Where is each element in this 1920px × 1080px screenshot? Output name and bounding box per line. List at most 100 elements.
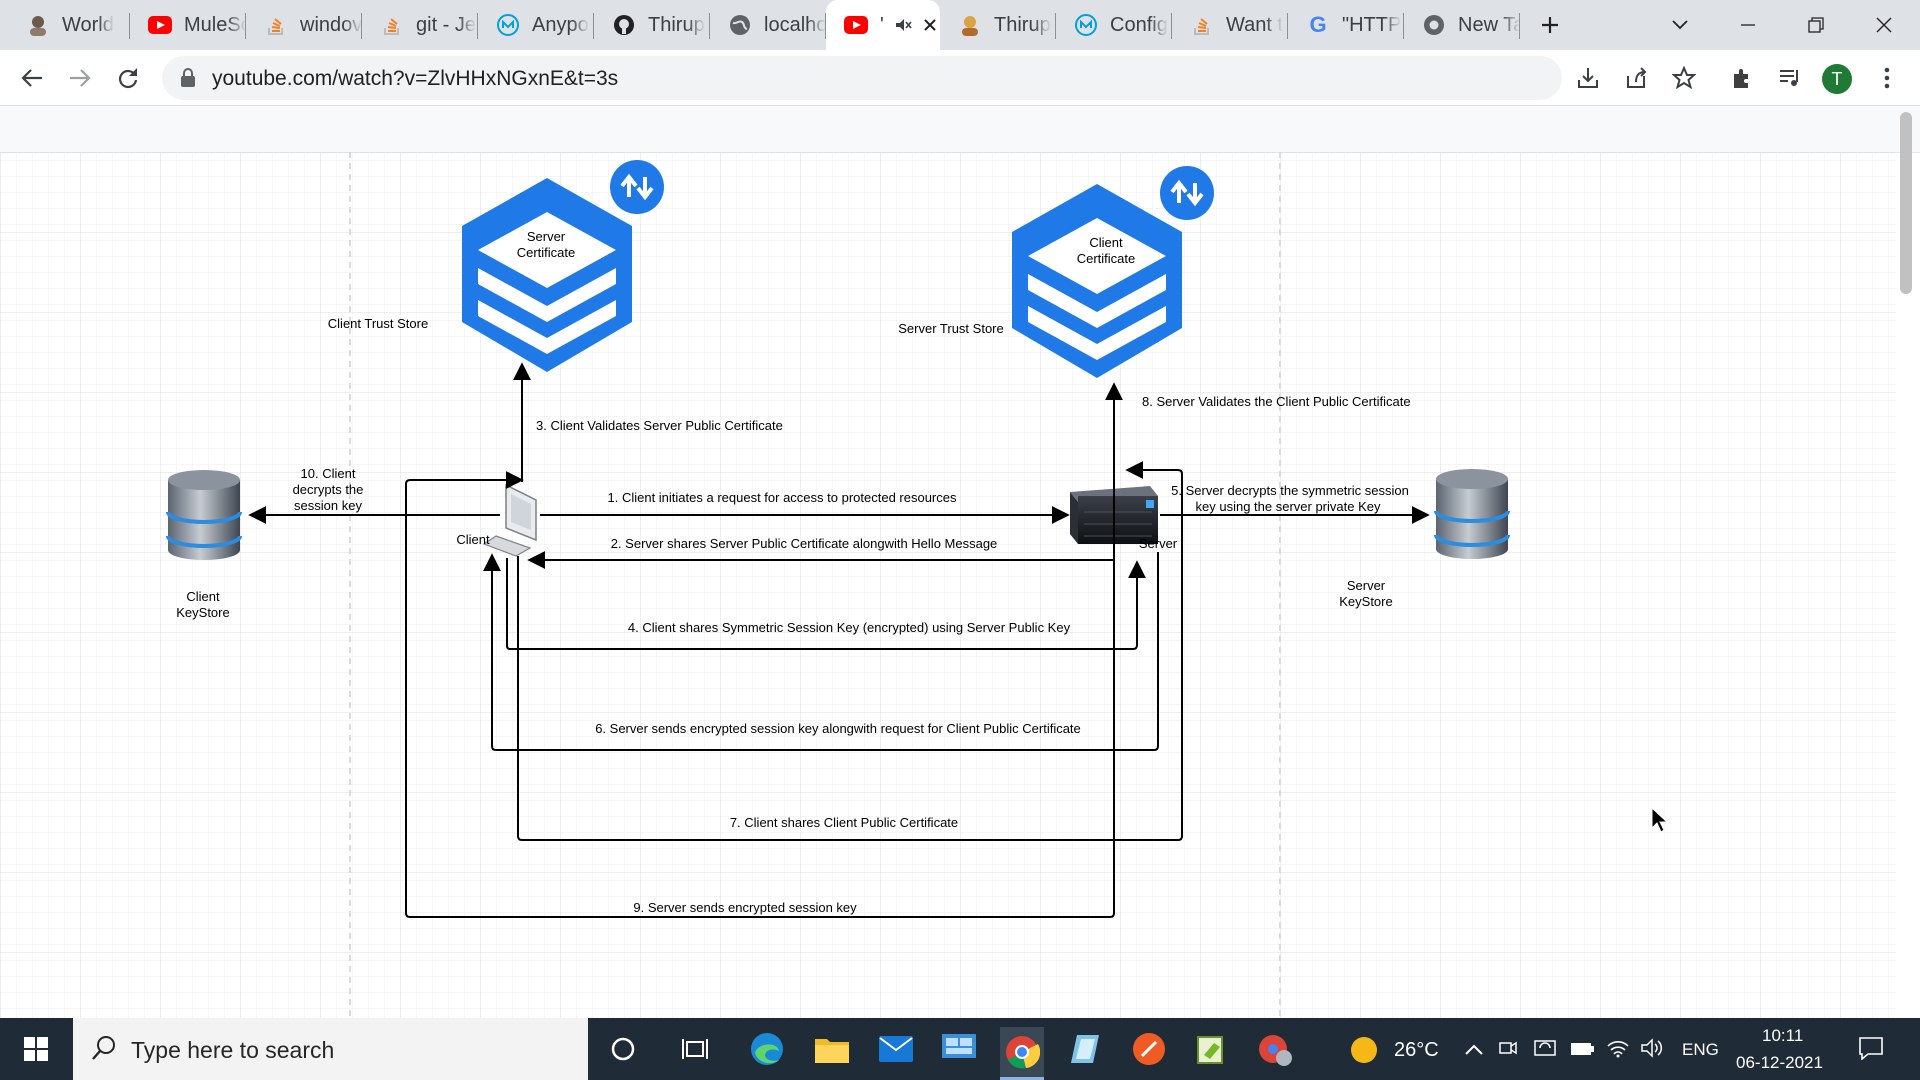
close-window-icon[interactable]	[1850, 0, 1918, 50]
step-7-label: 7. Client shares Client Public Certifica…	[730, 815, 958, 830]
wifi-icon[interactable]	[1606, 1036, 1630, 1063]
mail-icon[interactable]	[874, 1027, 918, 1071]
tab-github[interactable]: Thirup	[594, 0, 710, 50]
profile-avatar[interactable]: T	[1822, 64, 1852, 94]
text-line: Certificate	[517, 245, 576, 260]
url-text[interactable]: youtube.com/watch?v=ZlvHHxNGxnE&t=3s	[212, 67, 619, 90]
tab-git[interactable]: git - Je	[362, 0, 478, 50]
mulesoft-icon	[1074, 13, 1098, 37]
install-app-icon[interactable]	[1572, 62, 1604, 94]
clock-date[interactable]: 06-12-2021	[1736, 1053, 1823, 1072]
reload-icon[interactable]	[112, 62, 144, 94]
text-line: decrypts the	[293, 482, 364, 497]
weather-temperature[interactable]: 26°C	[1394, 1039, 1439, 1061]
text-line: 10. Client	[301, 466, 356, 481]
taskbar-search-placeholder: Type here to search	[131, 1037, 335, 1063]
text-line: KeyStore	[176, 605, 229, 620]
step-5-label: 5. Server decrypts the symmetric session…	[1171, 483, 1409, 514]
chrome-menu-icon[interactable]	[1871, 62, 1903, 94]
notification-center-icon[interactable]	[1858, 1036, 1884, 1065]
tab-anypoint[interactable]: Anypo	[478, 0, 594, 50]
client-computer-icon	[482, 483, 537, 557]
stackoverflow-icon	[264, 13, 288, 37]
task-view-icon[interactable]	[673, 1027, 717, 1071]
server-certificate-hexagon-icon	[462, 160, 664, 372]
media-queue-icon[interactable]	[1774, 62, 1806, 94]
stackoverflow-icon	[380, 13, 404, 37]
client-label: Client	[456, 532, 490, 547]
chrome-profile-icon[interactable]	[1253, 1027, 1297, 1071]
file-explorer-icon[interactable]	[810, 1027, 854, 1071]
tab-want-to[interactable]: Want t	[1172, 0, 1288, 50]
page-scrollbar-thumb[interactable]	[1900, 112, 1912, 294]
step-9-label: 9. Server sends encrypted session key	[633, 900, 857, 915]
tab-world[interactable]: World	[8, 0, 130, 50]
client-keystore-database-icon	[166, 470, 242, 560]
text-line: session key	[294, 498, 362, 513]
avatar-favicon-icon	[26, 13, 50, 37]
control-panel-icon[interactable]	[937, 1027, 981, 1071]
browser-tab-strip: World MuleSc windov git - Je Anypo Thiru…	[0, 0, 1920, 50]
taskbar-search-box[interactable]: Type here to search	[73, 1018, 588, 1080]
step-7-arrow	[517, 461, 1183, 841]
tab-localhost[interactable]: localho	[710, 0, 826, 50]
notepad-plus-icon[interactable]	[1190, 1027, 1234, 1071]
bookmark-star-icon[interactable]	[1668, 62, 1700, 94]
step-4-label: 4. Client shares Symmetric Session Key (…	[628, 620, 1071, 635]
muted-speaker-icon[interactable]	[894, 16, 912, 34]
tab-google-search[interactable]: G "HTTP	[1288, 0, 1404, 50]
restore-icon[interactable]	[1782, 0, 1850, 50]
battery-icon[interactable]	[1570, 1040, 1594, 1061]
text-line: Certificate	[1077, 251, 1136, 266]
tab-new-tab[interactable]: New Ta	[1404, 0, 1520, 50]
chrome-icon	[1422, 13, 1446, 37]
app-blue-icon[interactable]	[1063, 1027, 1107, 1071]
tab-title: Config	[1110, 13, 1168, 36]
page-top-strip	[0, 106, 1920, 153]
tab-profile[interactable]: Thirup	[940, 0, 1056, 50]
text-line: Client	[1089, 235, 1123, 250]
tab-title: Thirup	[994, 13, 1051, 36]
windows-taskbar: Type here to search 26°C ENG 10:11 06-12…	[0, 1018, 1920, 1080]
sync-icon[interactable]	[1534, 1038, 1556, 1063]
text-line: KeyStore	[1339, 594, 1392, 609]
tab-title: windov	[300, 13, 362, 36]
clock-time[interactable]: 10:11	[1762, 1026, 1804, 1045]
tab-active-youtube[interactable]: '	[826, 0, 940, 50]
google-icon: G	[1309, 12, 1327, 37]
tab-config[interactable]: Config	[1056, 0, 1172, 50]
tab-close-icon[interactable]	[922, 17, 938, 33]
step-4-arrow	[506, 558, 1146, 650]
step-3-label: 3. Client Validates Server Public Certif…	[536, 418, 783, 433]
tab-windows[interactable]: windov	[246, 0, 362, 50]
minimize-icon[interactable]	[1714, 0, 1782, 50]
postman-icon[interactable]	[1127, 1027, 1171, 1071]
tab-search-chevron-icon[interactable]	[1646, 0, 1714, 50]
meet-now-icon[interactable]	[1498, 1038, 1518, 1063]
volume-icon[interactable]	[1640, 1037, 1664, 1064]
address-bar[interactable]: youtube.com/watch?v=ZlvHHxNGxnE&t=3s	[162, 56, 1562, 100]
mulesoft-icon	[496, 13, 520, 37]
cortana-icon[interactable]	[601, 1027, 645, 1071]
chrome-taskbar-icon[interactable]	[1000, 1027, 1044, 1080]
profile-favicon-icon	[958, 13, 982, 37]
forward-arrow-icon[interactable]	[64, 62, 96, 94]
show-hidden-icons-chevron-icon[interactable]	[1464, 1040, 1484, 1061]
step-6-arrow	[483, 552, 1159, 751]
extensions-puzzle-icon[interactable]	[1726, 62, 1758, 94]
tab-title: Thirup	[648, 13, 705, 36]
share-icon[interactable]	[1620, 62, 1652, 94]
tab-title: Anypo	[532, 13, 589, 36]
back-arrow-icon[interactable]	[16, 62, 48, 94]
new-tab-plus-icon[interactable]	[1516, 0, 1584, 50]
edge-browser-icon[interactable]	[745, 1027, 789, 1071]
server-trust-store-label: Server Trust Store	[898, 321, 1003, 336]
step-6-label: 6. Server sends encrypted session key al…	[595, 721, 1081, 736]
tab-mulesoft-video[interactable]: MuleSc	[130, 0, 246, 50]
windows-start-icon[interactable]	[14, 1027, 58, 1071]
tab-title: New Ta	[1458, 13, 1520, 36]
language-indicator[interactable]: ENG	[1682, 1040, 1719, 1059]
